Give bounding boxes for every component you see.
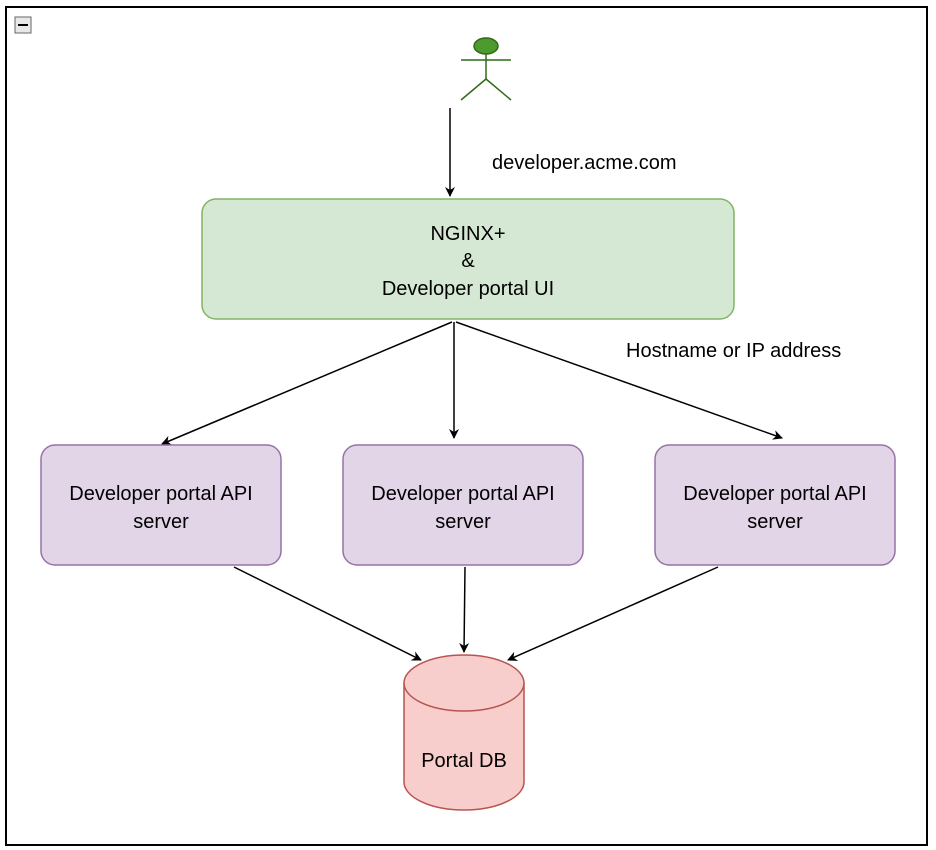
collapse-button[interactable] — [14, 16, 32, 34]
edge-api-3-to-db — [507, 566, 719, 661]
nginx-box[interactable] — [201, 198, 735, 320]
api-server-label-line2: server — [747, 511, 803, 533]
nginx-label-line3: Developer portal UI — [382, 278, 554, 300]
nginx-label-line1: NGINX+ — [430, 223, 505, 245]
api-server-label-line2: server — [133, 511, 189, 533]
api-server-box[interactable] — [654, 444, 896, 566]
api-server-node[interactable]: Developer portal API server — [342, 444, 584, 566]
api-server-label-line1: Developer portal API — [69, 483, 252, 505]
actor-body — [460, 54, 512, 101]
hostname-label: Hostname or IP address — [626, 340, 841, 362]
database-label: Portal DB — [421, 750, 507, 772]
nginx-label-line2: & — [461, 250, 475, 272]
database-cylinder-top[interactable] — [403, 654, 525, 712]
api-server-label-line1: Developer portal API — [371, 483, 554, 505]
actor-head — [473, 37, 499, 55]
domain-label: developer.acme.com — [492, 152, 677, 174]
edges — [161, 108, 783, 661]
edge-api-2-to-db — [459, 566, 470, 653]
api-server-box[interactable] — [342, 444, 584, 566]
edge-api-1-to-db — [233, 566, 422, 661]
api-server-node[interactable]: Developer portal API server — [40, 444, 282, 566]
api-server-node[interactable]: Developer portal API server — [654, 444, 896, 566]
edge-nginx-to-api-1 — [161, 321, 453, 446]
api-server-label-line2: server — [435, 511, 491, 533]
database-cylinder-body[interactable] — [403, 683, 525, 811]
edge-nginx-to-api-3 — [455, 321, 783, 440]
api-server-label-line1: Developer portal API — [683, 483, 866, 505]
actor-icon — [460, 37, 512, 101]
api-server-box[interactable] — [40, 444, 282, 566]
database-node[interactable]: Portal DB — [403, 654, 525, 811]
nginx-node[interactable]: NGINX+ & Developer portal UI — [201, 198, 735, 320]
